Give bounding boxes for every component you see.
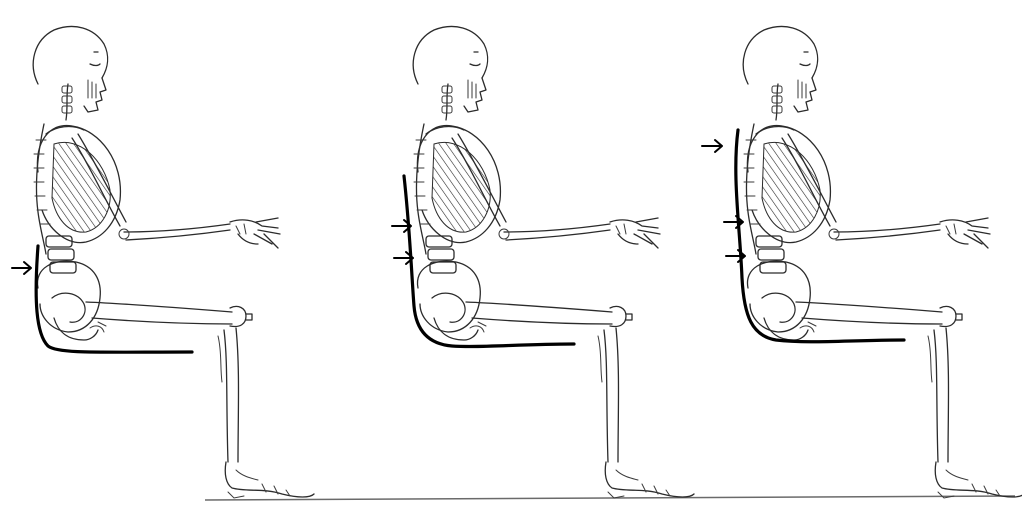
figure-1: [12, 26, 314, 498]
arrow-lumbar-figure-1: [12, 262, 31, 274]
arrow-thoracic-figure-3: [702, 140, 722, 152]
floor-line: [205, 496, 1015, 500]
skeleton-figure-3: [743, 26, 1022, 498]
skeleton-figure-2: [413, 26, 694, 498]
skeleton-figure-1: [33, 26, 314, 498]
figure-2: [392, 26, 694, 498]
figure-3: [702, 26, 1022, 498]
